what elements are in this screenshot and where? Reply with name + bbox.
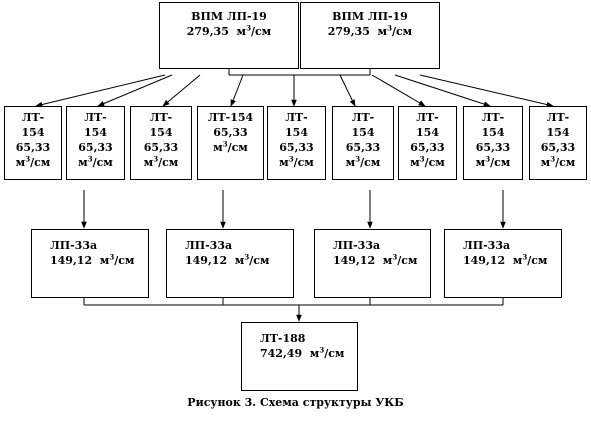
lower-box-lp33a-4: ЛП-33а 149,12 м3/см (444, 229, 562, 298)
arrow (339, 74, 356, 107)
box-value: 149,12 м3/см (463, 252, 548, 267)
box-value: 65,33 (78, 141, 113, 154)
arrow (230, 74, 244, 107)
box-name-cont: 154 (351, 126, 375, 139)
mid-box-lt154-3: ЛТ- 154 65,33 м3/см (130, 106, 192, 180)
box-value: 279,35 м3/см (327, 23, 413, 38)
box-name: ЛТ- (416, 111, 439, 124)
figure-caption: Рисунок 3. Схема структуры УКБ (187, 396, 404, 409)
box-name-cont: 154 (21, 126, 45, 139)
box-name: ЛТ- (21, 111, 45, 124)
box-name: ЛП-33а (185, 239, 233, 252)
box-value: 65,33 (345, 141, 381, 154)
box-value: 65,33 (279, 141, 314, 154)
mid-box-lt154-8: ЛТ- 154 65,33 м3/см (463, 106, 523, 180)
box-name-cont: 154 (546, 126, 570, 139)
box-name-cont: 154 (84, 126, 107, 139)
mid-box-lt154-5: ЛТ- 154 65,33 м3/см (267, 106, 326, 180)
arrow (97, 74, 173, 107)
mid-box-lt154-9: ЛТ- 154 65,33 м3/см (529, 106, 587, 180)
box-name: ЛТ- (351, 111, 375, 124)
arrow (371, 74, 426, 107)
mid-box-lt154-7: ЛТ- 154 65,33 м3/см (398, 106, 457, 180)
box-name-cont: 154 (481, 126, 505, 139)
box-unit: м3/см (540, 154, 576, 169)
box-unit: м3/см (279, 154, 314, 169)
box-title: ВПМ ЛП-19 (332, 10, 408, 23)
mid-box-lt154-2: ЛТ- 154 65,33 м3/см (66, 106, 125, 180)
box-value: 149,12 м3/см (185, 252, 270, 267)
box-value: 742,49 м3/см (260, 345, 345, 360)
box-value: 65,33 (143, 141, 179, 154)
box-name: ЛТ-154 (207, 111, 254, 124)
box-unit: м3/см (78, 154, 113, 169)
box-title: ВПМ ЛП-19 (191, 10, 267, 23)
box-value: 65,33 (15, 141, 51, 154)
box-name: ЛП-33а (463, 239, 511, 252)
box-value: 65,33 (213, 126, 248, 139)
box-name: ЛТ-188 (260, 332, 306, 345)
arrow (162, 74, 201, 107)
mid-box-lt154-4: ЛТ-154 65,33 м3/см (197, 106, 264, 180)
lower-box-lp33a-1: ЛП-33а 149,12 м3/см (31, 229, 149, 298)
top-box-vpm-2: ВПМ ЛП-19 279,35 м3/см (300, 2, 440, 69)
box-unit: м3/см (475, 154, 511, 169)
box-name: ЛТ- (546, 111, 570, 124)
box-unit: м3/см (345, 154, 381, 169)
arrow (35, 74, 166, 108)
box-unit: м3/см (15, 154, 51, 169)
lower-box-lp33a-3: ЛП-33а 149,12 м3/см (314, 229, 431, 298)
top-box-vpm-1: ВПМ ЛП-19 279,35 м3/см (159, 2, 299, 69)
bottom-box-lt188: ЛТ-188 742,49 м3/см (241, 322, 358, 391)
box-name: ЛТ- (84, 111, 107, 124)
box-value: 65,33 (540, 141, 576, 154)
box-name: ЛП-33а (333, 239, 381, 252)
box-name: ЛТ- (149, 111, 173, 124)
mid-box-lt154-6: ЛТ- 154 65,33 м3/см (332, 106, 394, 180)
box-value: 65,33 (475, 141, 511, 154)
box-value: 65,33 (410, 141, 445, 154)
box-unit: м3/см (213, 139, 248, 154)
box-name: ЛТ- (285, 111, 308, 124)
box-value: 149,12 м3/см (50, 252, 135, 267)
arrow (419, 74, 554, 108)
box-name-cont: 154 (416, 126, 439, 139)
box-name: ЛТ- (481, 111, 505, 124)
box-name: ЛП-33а (50, 239, 98, 252)
box-unit: м3/см (410, 154, 445, 169)
box-name-cont: 154 (149, 126, 173, 139)
mid-box-lt154-1: ЛТ- 154 65,33 м3/см (4, 106, 62, 180)
box-name-cont: 154 (285, 126, 308, 139)
box-unit: м3/см (143, 154, 179, 169)
arrow (394, 74, 491, 107)
box-value: 149,12 м3/см (333, 252, 418, 267)
box-value: 279,35 м3/см (186, 23, 272, 38)
lower-box-lp33a-2: ЛП-33а 149,12 м3/см (166, 229, 294, 298)
